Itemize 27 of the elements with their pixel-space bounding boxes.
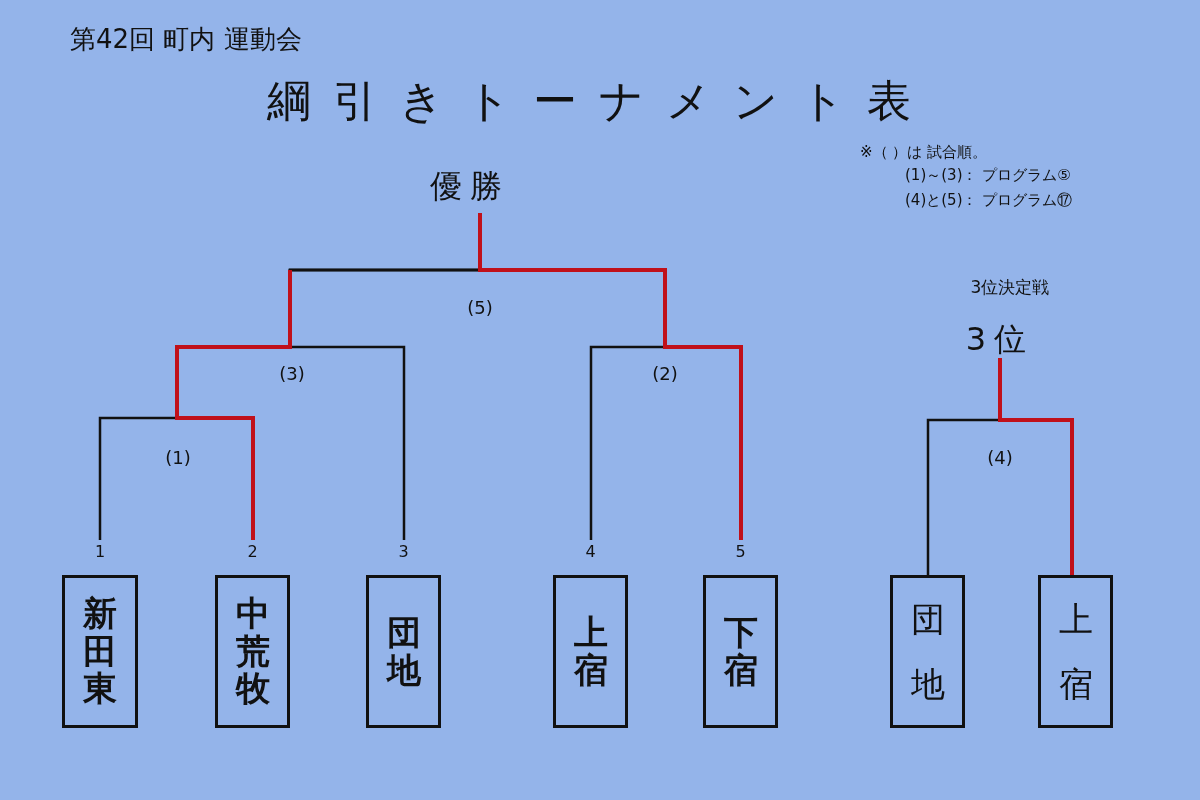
team-name: 上宿	[573, 614, 608, 689]
match-number: (4)	[987, 447, 1013, 468]
team-name: 中荒牧	[235, 595, 270, 708]
seed-number: 2	[246, 542, 259, 561]
team-name: 団地	[910, 597, 945, 706]
seed-number: 1	[93, 542, 107, 561]
match-number: (1)	[165, 447, 191, 468]
team-name: 上宿	[1058, 597, 1093, 706]
bracket-line	[998, 358, 1074, 575]
subheading: 3位決定戦	[970, 276, 1050, 299]
seed-number: 5	[734, 542, 747, 561]
note-text: ※（ ）は 試合順。	[860, 143, 988, 162]
team-name: 下宿	[723, 614, 758, 689]
winner-heading: 優勝	[429, 166, 511, 207]
note-text: (4)と(5)： プログラム⑰	[905, 191, 1073, 210]
bracket-line	[478, 213, 743, 540]
event-title: 第42回 町内 運動会	[70, 23, 302, 56]
note-text: (1)～(3)： プログラム⑤	[905, 166, 1071, 185]
team-name: 新田東	[83, 595, 117, 708]
match-number: (2)	[652, 363, 678, 384]
seed-number: 3	[397, 542, 410, 561]
place-heading: 3位	[964, 319, 1036, 360]
match-number: (3)	[279, 363, 305, 384]
seed-number: 4	[584, 542, 597, 561]
match-number: (5)	[467, 297, 493, 318]
team-name: 団地	[386, 614, 421, 689]
title: 綱引きトーナメント表	[266, 74, 934, 128]
